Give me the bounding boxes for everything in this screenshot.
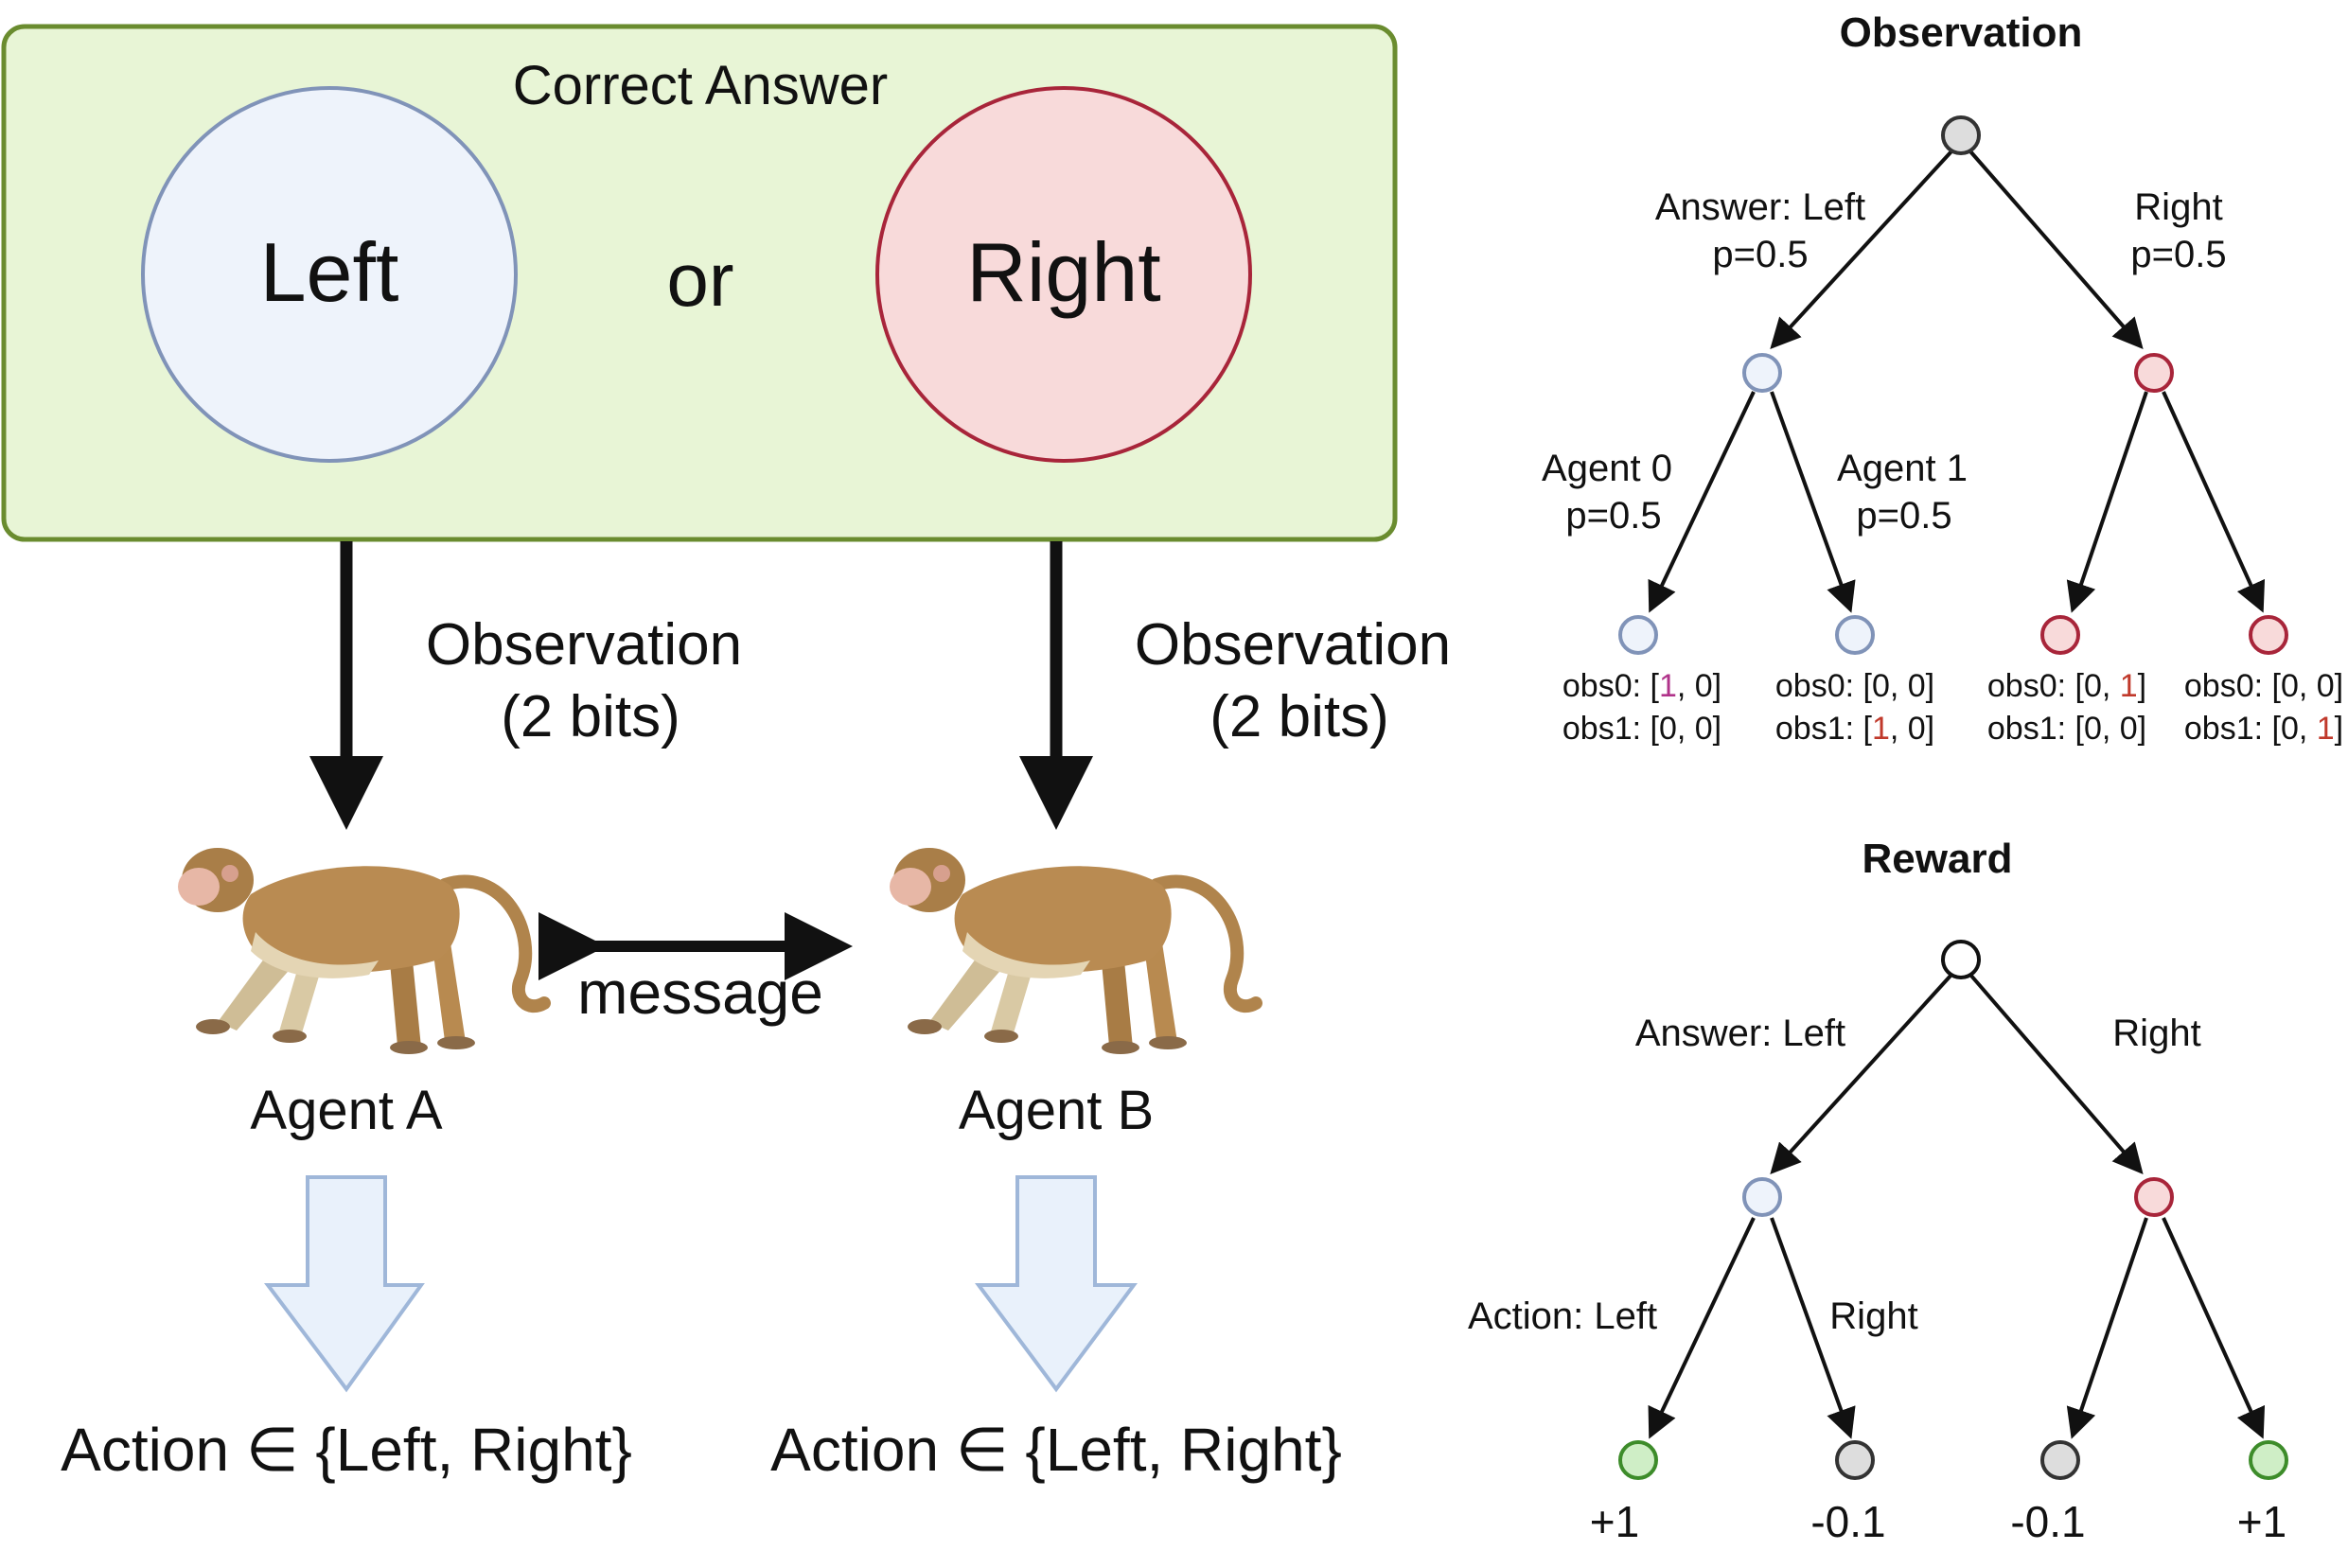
reward-root-node: [1941, 940, 1981, 979]
agent-a-monkey-icon: [178, 848, 544, 1054]
reward-leaf-node: [2249, 1440, 2288, 1480]
right-circle-label: Right: [966, 225, 1160, 319]
reward-leaf-node: [2040, 1440, 2080, 1480]
agent-a-label: Agent A: [250, 1080, 442, 1141]
obs-root-node: [1941, 115, 1981, 155]
obs-edge-right-prob: p=0.5: [2130, 234, 2226, 275]
action-arrow-a: [263, 1175, 425, 1393]
action-label-b: Action ∈ {Left, Right}: [770, 1416, 1342, 1484]
reward-right-node: [2134, 1177, 2174, 1217]
reward-edge-right-label: Right: [2112, 1013, 2200, 1054]
obs-leaf-node: [1835, 615, 1875, 655]
obs-left-node: [1742, 353, 1782, 393]
obs-leaf-4-obs0: obs0: [0, 0]: [2184, 668, 2343, 704]
observation-tree-edges: [1648, 150, 2266, 613]
reward-action-left-label: Action: Left: [1468, 1295, 1657, 1337]
reward-tree-title: Reward: [1863, 836, 2013, 882]
obs-agent0-prob: p=0.5: [1565, 495, 1661, 537]
reward-edge-left-label: Answer: Left: [1635, 1013, 1845, 1054]
reward-leaf-node: [1835, 1440, 1875, 1480]
reward-tree-edges: [1648, 973, 2266, 1439]
obs-leaf-node: [1618, 615, 1658, 655]
observation-label-b: Observation: [1135, 612, 1451, 678]
right-circle: [875, 86, 1252, 463]
reward-action-right-label: Right: [1829, 1295, 1917, 1337]
reward-value-1: +1: [1590, 1497, 1639, 1546]
observation-bits-b: (2 bits): [1209, 684, 1388, 749]
obs-leaf-labels: obs0: [1, 0] obs1: [0, 0] obs0: [0, 0] o…: [1562, 668, 2343, 747]
obs-edge-right-label: Right: [2134, 186, 2222, 228]
action-label-a: Action ∈ {Left, Right}: [61, 1416, 632, 1484]
reward-leaf-node: [1618, 1440, 1658, 1480]
obs-right-node: [2134, 353, 2174, 393]
obs-leaf-node: [2249, 615, 2288, 655]
obs-edge-left-label: Answer: Left: [1655, 186, 1865, 228]
obs-edge-left-prob: p=0.5: [1712, 234, 1808, 275]
obs-leaf-node: [2040, 615, 2080, 655]
obs-leaf-3-obs1: obs1: [0, 0]: [1987, 711, 2146, 747]
left-circle: [141, 86, 518, 463]
reward-left-node: [1742, 1177, 1782, 1217]
observation-tree-title: Observation: [1840, 9, 2083, 56]
observation-label-a: Observation: [426, 612, 742, 678]
reward-value-3: -0.1: [2010, 1497, 2085, 1546]
obs-agent0-label: Agent 0: [1542, 448, 1672, 489]
obs-leaf-1-obs0: obs0: [1, 0]: [1562, 668, 1721, 704]
reward-value-4: +1: [2237, 1497, 2286, 1546]
obs-leaf-3-obs0: obs0: [0, 1]: [1987, 668, 2146, 704]
left-circle-label: Left: [260, 225, 399, 319]
obs-leaf-2-obs1: obs1: [1, 0]: [1775, 711, 1934, 747]
or-label: or: [666, 238, 733, 322]
obs-agent1-label: Agent 1: [1837, 448, 1968, 489]
action-arrow-b: [975, 1175, 1138, 1393]
message-label: message: [577, 959, 823, 1027]
reward-value-2: -0.1: [1810, 1497, 1885, 1546]
obs-leaf-4-obs1: obs1: [0, 1]: [2184, 711, 2343, 747]
observation-bits-a: (2 bits): [501, 684, 680, 749]
agent-b-monkey-icon: [890, 848, 1256, 1054]
obs-leaf-1-obs1: obs1: [0, 0]: [1562, 711, 1721, 747]
correct-answer-title: Correct Answer: [513, 55, 888, 116]
agent-b-label: Agent B: [959, 1080, 1154, 1141]
obs-agent1-prob: p=0.5: [1856, 495, 1951, 537]
obs-leaf-2-obs0: obs0: [0, 0]: [1775, 668, 1934, 704]
